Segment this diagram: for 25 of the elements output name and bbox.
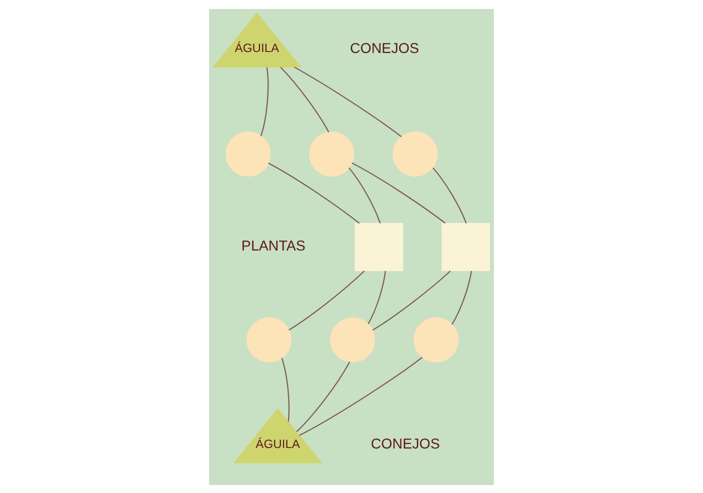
connector	[296, 361, 350, 432]
node-box	[442, 222, 490, 271]
connector	[432, 166, 467, 223]
connector	[368, 270, 386, 324]
connector	[372, 270, 451, 330]
label: PLANTAS	[241, 238, 306, 254]
connector	[288, 270, 365, 330]
connector	[352, 162, 446, 224]
node-circle	[226, 131, 271, 176]
connector	[281, 357, 290, 422]
node-circle	[246, 316, 292, 362]
node-circle	[309, 131, 354, 176]
connector	[260, 66, 269, 136]
label: CONEJOS	[370, 436, 440, 452]
connector	[452, 270, 472, 324]
connector	[280, 66, 330, 132]
connector	[268, 162, 360, 224]
label: CONEJOS	[350, 40, 420, 56]
node-circle	[392, 131, 438, 176]
connector	[299, 356, 423, 436]
connector	[294, 66, 402, 137]
connector	[348, 166, 381, 223]
node-circle	[330, 316, 376, 362]
node-box	[354, 222, 404, 271]
node-circle	[414, 316, 459, 362]
